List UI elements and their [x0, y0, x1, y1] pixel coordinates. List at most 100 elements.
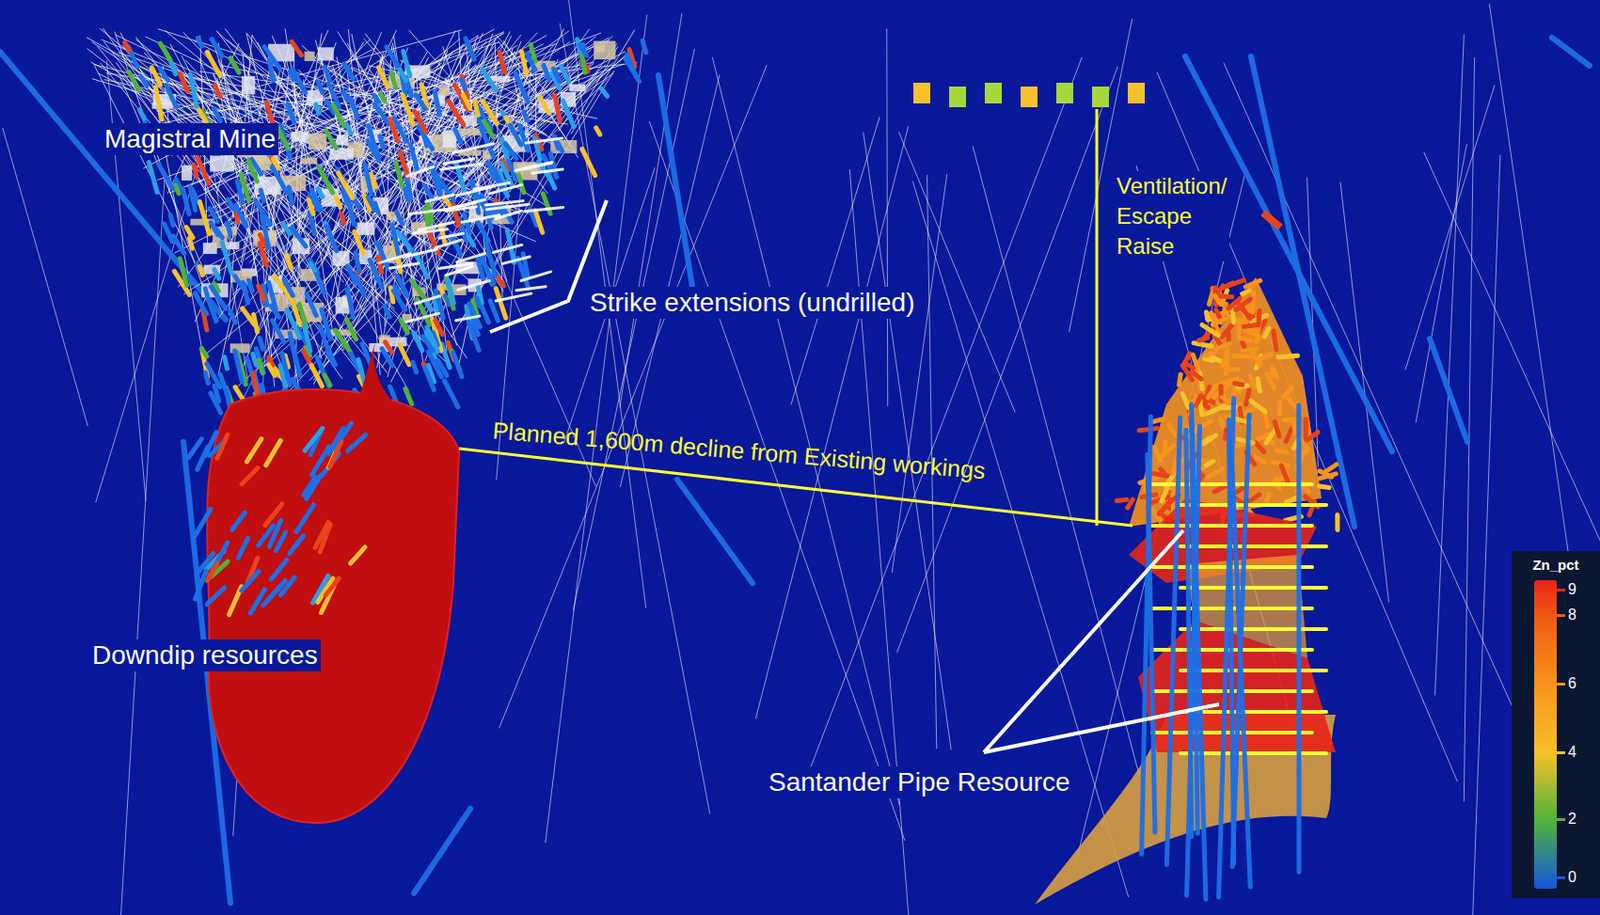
assay-segment [1274, 422, 1280, 437]
assay-segment [460, 79, 465, 90]
assay-segment [205, 372, 208, 383]
legend-value: 9 [1568, 581, 1577, 599]
drillhole-core [1429, 338, 1468, 443]
assay-segment [391, 72, 397, 87]
drillhole [863, 132, 951, 750]
assay-segment [1307, 431, 1318, 441]
drillhole [1415, 144, 1467, 424]
assay-segment [554, 95, 560, 121]
downdip-resource [357, 338, 396, 405]
assay-segment [306, 475, 322, 499]
assay-segment [334, 330, 351, 353]
assay-segment [526, 53, 536, 70]
assay-segment [1266, 493, 1268, 503]
assay-segment [1215, 296, 1220, 303]
assay-segment [396, 275, 408, 296]
assay-segment [338, 173, 353, 199]
drillhole [899, 132, 1015, 413]
assay-segment [385, 342, 393, 352]
assay-segment [555, 139, 563, 152]
assay-segment [1182, 393, 1189, 408]
assay-segment [206, 563, 218, 581]
ore-shape [439, 85, 450, 96]
drillhole [619, 14, 682, 408]
assay-segment [1285, 497, 1299, 504]
drillhole [377, 47, 588, 274]
assay-segment [415, 95, 426, 109]
assay-segment [186, 227, 193, 238]
assay-segment [553, 68, 560, 81]
drillhole-core [658, 75, 697, 311]
assay-segment [232, 512, 245, 530]
legend-swatch [1556, 682, 1566, 686]
ore-shape [304, 51, 316, 62]
drillhole [104, 42, 368, 384]
assay-segment [1264, 328, 1269, 337]
assay-segment [248, 280, 253, 291]
drillhole [310, 57, 429, 273]
drillhole [354, 55, 626, 277]
drillhole [570, 30, 634, 134]
assay-segment [1169, 425, 1177, 436]
drillhole [298, 69, 461, 254]
legend-value: 6 [1568, 675, 1577, 693]
drillhole [808, 57, 1082, 773]
assay-segment [199, 202, 209, 235]
assay-segment [308, 200, 314, 215]
assay-segment [174, 185, 179, 194]
drillhole [282, 59, 596, 391]
collar-block [984, 82, 1002, 104]
assay-segment [350, 547, 365, 564]
collar-block [1127, 82, 1145, 104]
assay-segment [468, 321, 479, 350]
assay-segment [346, 319, 356, 340]
drillhole [394, 73, 614, 227]
collar-block [913, 82, 931, 104]
drillhole [443, 36, 613, 199]
assay-segment [316, 104, 319, 114]
drillhole [157, 78, 536, 242]
drillhole-core [1296, 405, 1301, 872]
assay-segment [292, 69, 306, 94]
assay-segment [268, 364, 274, 377]
assay-segment [379, 67, 388, 88]
assay-segment [448, 100, 464, 125]
assay-segment [543, 64, 550, 80]
assay-segment [1219, 418, 1223, 428]
assay-segment [1235, 383, 1243, 386]
assay-segment [241, 468, 258, 485]
collar-block [1092, 86, 1109, 108]
assay-segment [347, 434, 365, 451]
strike-shape [418, 221, 454, 231]
assay-segment [1246, 390, 1250, 405]
drillhole [324, 53, 494, 334]
assay-segment [1273, 331, 1277, 350]
assay-segment [261, 215, 269, 249]
assay-segment [414, 110, 427, 132]
assay-segment [355, 275, 365, 296]
assay-segment [214, 85, 221, 97]
assay-segment [1278, 355, 1298, 358]
assay-segment [400, 152, 409, 177]
assay-segment [346, 124, 351, 134]
assay-segment [392, 224, 399, 256]
ore-shape [241, 76, 255, 95]
assay-segment [453, 352, 462, 377]
assay-segment [189, 439, 203, 459]
assay-segment [201, 348, 207, 357]
assay-segment [197, 38, 202, 48]
assay-segment [213, 109, 221, 122]
assay-segment [563, 100, 575, 127]
assay-segment [535, 210, 543, 233]
drillhole [381, 44, 544, 130]
drillhole [142, 74, 389, 127]
drillhole [325, 43, 595, 206]
drillhole [158, 30, 462, 114]
assay-segment [253, 314, 258, 333]
callout-label: Strike extensions (undrilled) [586, 286, 919, 319]
collar-block [1056, 82, 1074, 104]
assay-segment [248, 160, 257, 182]
level-drive [1180, 544, 1327, 549]
